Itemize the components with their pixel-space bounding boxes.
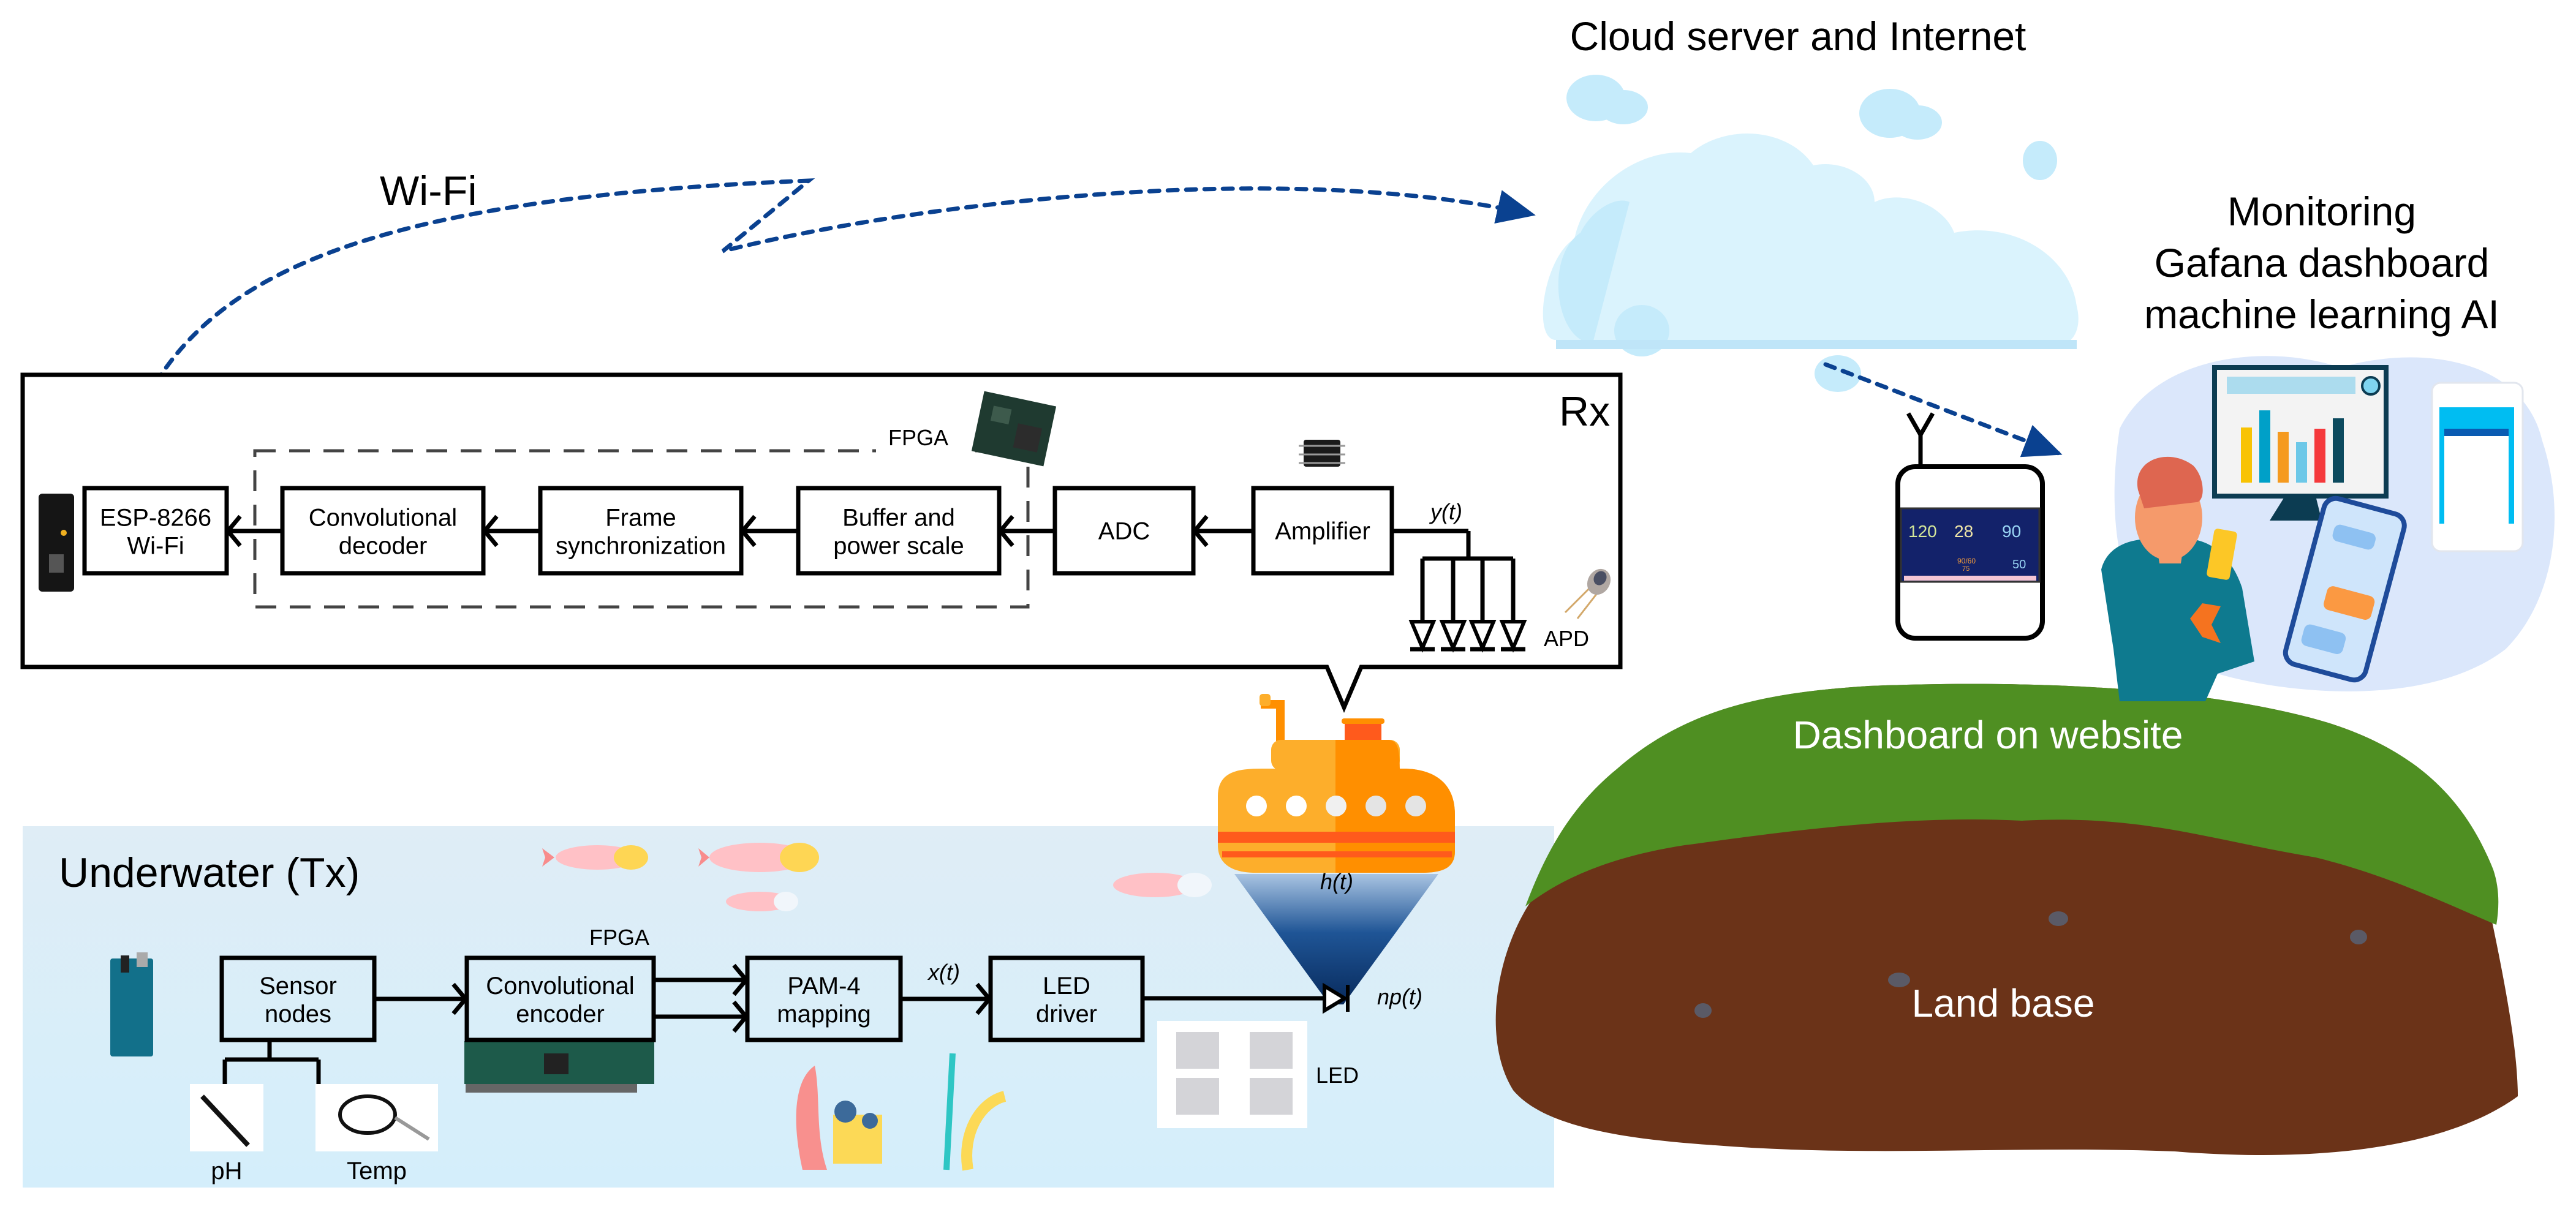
monitor-reading-temp: 50 bbox=[2012, 558, 2026, 571]
rx-fpga-label: FPGA bbox=[888, 425, 948, 450]
apd-diode-1 bbox=[1439, 559, 1467, 653]
optical-channel-beam bbox=[1234, 874, 1438, 1004]
rx-label: Rx bbox=[1559, 388, 1610, 435]
esp8266-block-line2: Wi-Fi bbox=[127, 533, 184, 560]
pam4-mapping-block-line1: PAM-4 bbox=[787, 973, 860, 1000]
monitoring-title-line2: Gafana dashboard bbox=[2155, 240, 2490, 285]
amplifier-block: Amplifier bbox=[1251, 486, 1394, 576]
led-array-icon bbox=[1157, 1021, 1307, 1128]
cloud-illustration bbox=[1543, 75, 2079, 392]
monitor-reading-spo2: 90 bbox=[2002, 522, 2021, 541]
tx-fpga-label: FPGA bbox=[589, 925, 649, 950]
rx-fpga-board-icon bbox=[971, 391, 1057, 467]
tx-arrow-encoder-pam-a bbox=[654, 963, 749, 996]
led-driver-block-line2: driver bbox=[1036, 1001, 1097, 1028]
conv-encoder-block-line1: Convolutional bbox=[486, 973, 634, 1000]
wireless-monitor-device bbox=[1895, 412, 2045, 641]
monitoring-title-line3: machine learning AI bbox=[2144, 292, 2499, 337]
pam4-mapping-block-line2: mapping bbox=[777, 1001, 871, 1028]
apd-array bbox=[1408, 559, 1527, 653]
conv-decoder-block-line1: Convolutional bbox=[309, 505, 457, 532]
apd-diode-2 bbox=[1468, 559, 1497, 653]
buffer-power-block-line1: Buffer and bbox=[842, 505, 955, 532]
rx-arrow-3 bbox=[997, 514, 1055, 548]
land-base-illustration bbox=[1495, 683, 2518, 1155]
apd-photodiode-icon bbox=[1564, 568, 1611, 619]
ship-illustration bbox=[1218, 694, 1455, 873]
frame-sync-block-line1: Frame bbox=[605, 505, 676, 532]
monitor-reading-map: 75 bbox=[1962, 565, 1970, 573]
tx-arrow-encoder-pam-b bbox=[654, 1000, 749, 1033]
monitoring-illustration bbox=[2101, 356, 2555, 701]
apd-diode-0 bbox=[1408, 559, 1437, 653]
cloud-server-title: Cloud server and Internet bbox=[1570, 13, 2026, 59]
esp8266-board-icon bbox=[39, 494, 74, 592]
wifi-label: Wi-Fi bbox=[380, 168, 477, 214]
buffer-power-block-line2: power scale bbox=[833, 533, 964, 560]
amplifier-block-line1: Amplifier bbox=[1275, 518, 1370, 545]
tx-arrow-sensor-encoder bbox=[374, 982, 469, 1015]
adc-block-line1: ADC bbox=[1098, 518, 1150, 545]
adc-block: ADC bbox=[1052, 486, 1196, 576]
arduino-board-icon bbox=[110, 952, 153, 1056]
monitoring-title-line1: Monitoring bbox=[2227, 189, 2416, 234]
channel-label: h(t) bbox=[1320, 869, 1353, 894]
apd-label: APD bbox=[1544, 626, 1589, 651]
tx-signal-label: x(t) bbox=[927, 960, 960, 985]
led-driver-block-line1: LED bbox=[1043, 973, 1090, 1000]
cmod-fpga-board-icon bbox=[464, 1041, 654, 1093]
tx-output-label: np(t) bbox=[1377, 984, 1422, 1009]
rx-signal-label: y(t) bbox=[1429, 499, 1462, 524]
wifi-link-uplink bbox=[114, 178, 1536, 468]
sensor-nodes-block-line2: nodes bbox=[265, 1001, 331, 1028]
monitor-reading-rr: 28 bbox=[1954, 522, 1973, 541]
conv-encoder-block-line2: encoder bbox=[516, 1001, 605, 1028]
esp8266-block-line1: ESP-8266 bbox=[100, 505, 211, 532]
rx-arrow-0 bbox=[225, 514, 282, 548]
coral-decoration bbox=[796, 1053, 1007, 1171]
monitor-reading-bp: 90/60 bbox=[1957, 557, 1976, 565]
cloud-to-dashboard-link bbox=[1823, 362, 2063, 457]
temp-sensor-icon bbox=[315, 1084, 438, 1151]
rx-fpga-region bbox=[253, 449, 1030, 609]
conv-decoder-block-line2: decoder bbox=[339, 533, 428, 560]
led-label: LED bbox=[1316, 1063, 1359, 1088]
apd-diode-3 bbox=[1499, 559, 1527, 653]
rx-arrow-2 bbox=[739, 514, 798, 548]
land-base-label: Land base bbox=[1912, 981, 2095, 1025]
rx-arrow-4 bbox=[1192, 514, 1253, 548]
amplifier-chip-icon bbox=[1299, 440, 1345, 467]
underwater-tx-label: Underwater (Tx) bbox=[59, 849, 360, 896]
frame-sync-block-line2: synchronization bbox=[556, 533, 726, 560]
dashboard-on-website-label: Dashboard on website bbox=[1793, 713, 2183, 757]
tx-arrow-pam-driver bbox=[901, 982, 992, 1015]
sensor-label-ph: pH bbox=[211, 1158, 242, 1184]
sensor-nodes-block-line1: Sensor bbox=[259, 973, 337, 1000]
ph-sensor-icon bbox=[190, 1084, 263, 1151]
fish-decoration bbox=[542, 843, 1212, 911]
led-output-symbol bbox=[1143, 982, 1350, 1014]
sensor-label-temp: Temp bbox=[347, 1158, 407, 1184]
monitor-reading-hr: 120 bbox=[1908, 522, 1937, 541]
rx-arrow-1 bbox=[482, 514, 540, 548]
